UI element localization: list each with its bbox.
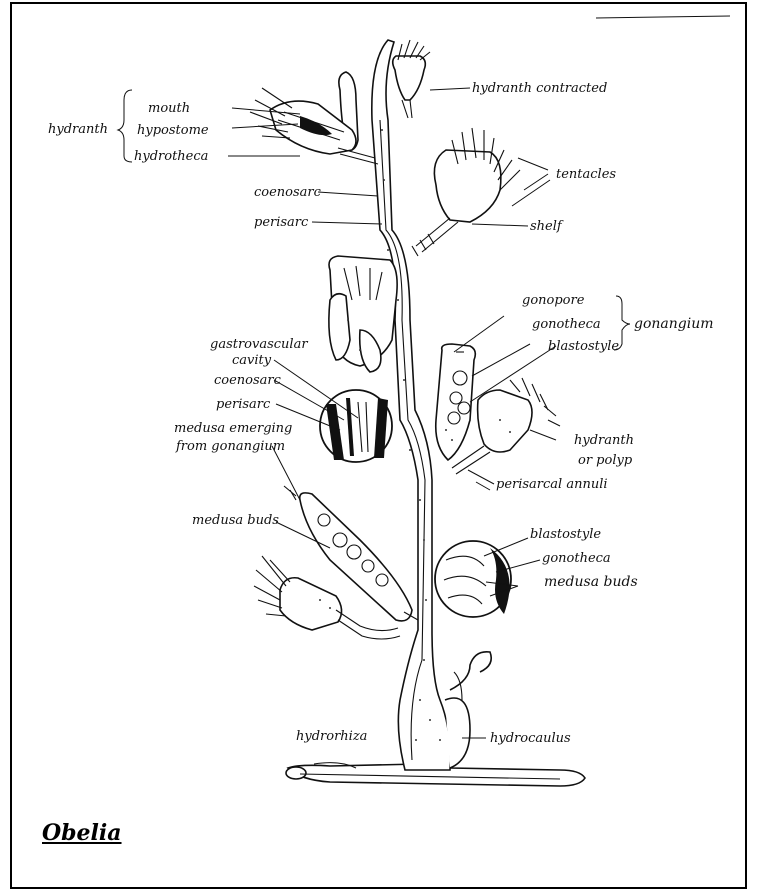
label-hydranth-contracted: hydranth contracted [472, 81, 607, 96]
label-gonangium: gonangium [634, 316, 714, 332]
label-medusa-buds-left: medusa buds [192, 513, 279, 528]
label-hydrotheca: hydrotheca [134, 149, 208, 164]
middle-hydranth-cluster [329, 256, 397, 372]
right-gonangium [436, 344, 476, 460]
stipple-dot [409, 449, 411, 451]
stipple-dot [439, 739, 441, 741]
label-mouth: mouth [148, 101, 190, 116]
stipple-dot [445, 429, 447, 431]
label-shelf: shelf [530, 219, 564, 234]
label-coenosarc-top: coenosarc [254, 185, 322, 200]
stipple-dot [329, 607, 331, 609]
label-gonopore: gonopore [522, 293, 585, 308]
stipple-dot [381, 129, 383, 131]
label-perisarc-top: perisarc [254, 215, 309, 230]
stipple-dot [451, 439, 453, 441]
label-blastostyle: blastostyle [548, 339, 619, 354]
label-gastrovascular-2: cavity [232, 353, 272, 368]
label-hydranth-group: hydranth [48, 122, 108, 137]
stipple-dot [319, 599, 321, 601]
label-gonotheca: gonotheca [532, 317, 601, 332]
label-hydrocaulus: hydrocaulus [490, 731, 571, 746]
stipple-dot [419, 699, 421, 701]
top-pen-mark [596, 16, 730, 18]
stipple-dot [403, 379, 405, 381]
label-coenosarc-mid: coenosarc [214, 373, 282, 388]
label-perisarc-mid: perisarc [216, 397, 271, 412]
label-hydranth-polyp-1: hydranth [574, 433, 634, 448]
stipple-dot [469, 419, 471, 421]
label-tentacles: tentacles [556, 167, 616, 182]
stipple-dot [423, 539, 425, 541]
stipple-dot [425, 599, 427, 601]
tentacled-hydranth-right [412, 128, 520, 256]
stipple-dot [383, 179, 385, 181]
label-hydrorhiza: hydrorhiza [296, 729, 367, 744]
stipple-dot [429, 719, 431, 721]
stipple-dot [423, 659, 425, 661]
main-stem [372, 40, 491, 770]
stipple-dot [419, 499, 421, 501]
stipple-dot [387, 249, 389, 251]
label-medusa-buds-inset: medusa buds [544, 574, 638, 590]
label-gonotheca-inset: gonotheca [542, 551, 611, 566]
label-blastostyle-inset: blastostyle [530, 527, 601, 542]
stipple-dot [347, 319, 349, 321]
label-medusa-emerging-1: medusa emerging [174, 421, 292, 436]
label-medusa-emerging-2: from gonangium [175, 439, 285, 454]
stipple-dot [359, 349, 361, 351]
stipple-dot [415, 739, 417, 741]
diagram-title: Obelia [42, 820, 122, 846]
stipple-dot [499, 419, 501, 421]
stipple-dot [397, 299, 399, 301]
stipple-dot [509, 431, 511, 433]
label-gastrovascular-1: gastrovascular [210, 337, 308, 352]
label-hypostome: hypostome [137, 123, 209, 138]
label-perisarcal-annuli: perisarcal annuli [496, 477, 608, 492]
inset-gonotheca-section [435, 541, 511, 617]
label-hydranth-polyp-2: or polyp [578, 453, 633, 468]
